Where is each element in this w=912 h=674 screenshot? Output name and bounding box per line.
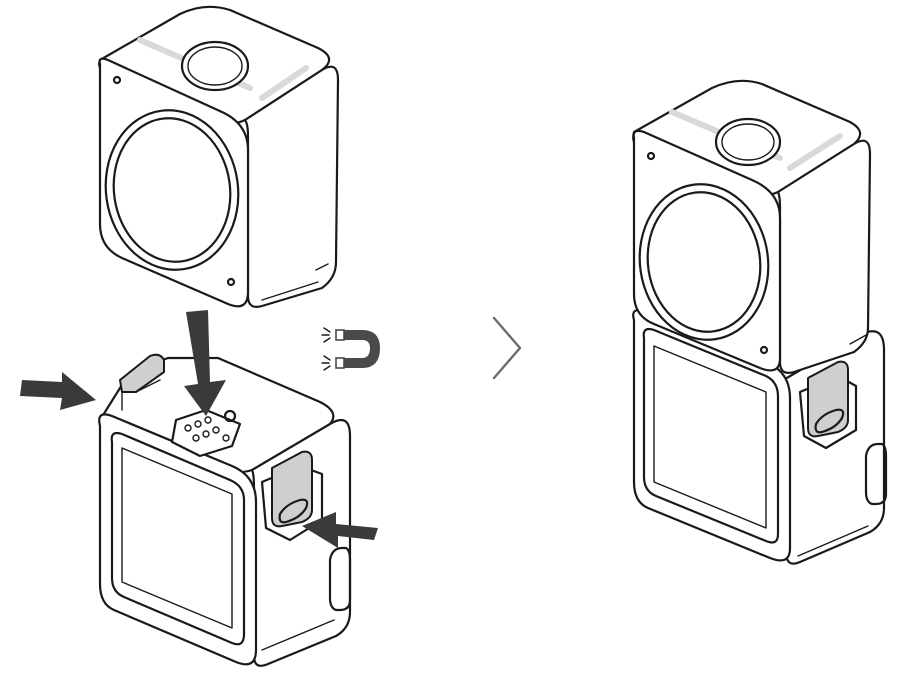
assembled-camera [632, 79, 888, 565]
magnet-icon [321, 327, 380, 371]
left-clip [119, 353, 165, 393]
pin-dots [184, 416, 230, 442]
screen-module-left [98, 353, 352, 667]
press-arrow-right-icon [302, 512, 378, 548]
press-arrow-icon [184, 310, 226, 416]
press-arrow-left-icon [20, 372, 96, 410]
camera-unit-left [98, 5, 340, 308]
right-clip [271, 450, 313, 528]
latched-clip [807, 360, 849, 438]
chevron-right-icon [492, 316, 522, 380]
